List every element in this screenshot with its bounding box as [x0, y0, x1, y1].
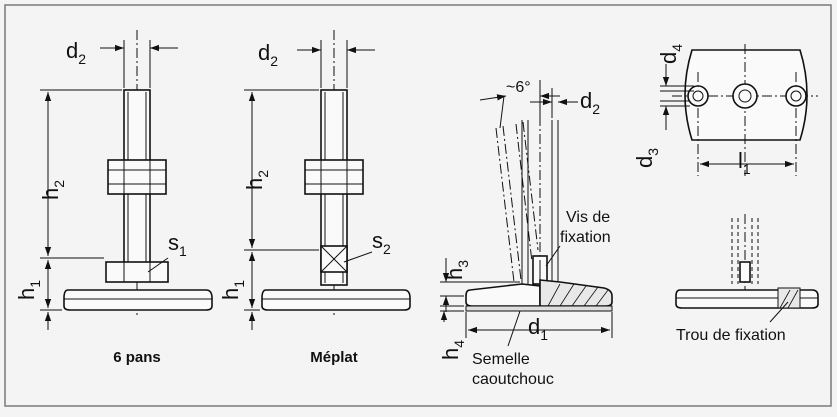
plate-hole-left [687, 85, 709, 107]
h4-label: h4 [438, 340, 467, 360]
d3-label: d3 [632, 148, 661, 168]
flat-base-pad [261, 289, 411, 311]
hex-base-hexagon [105, 261, 169, 283]
hex-h1-label: h1 [14, 280, 43, 300]
hex-h2-label: h2 [38, 180, 67, 200]
hole-view-screw [739, 261, 751, 283]
d4-label: d4 [656, 44, 685, 64]
flat-s2-label: s2 [372, 228, 391, 257]
hex-base-pad [63, 289, 213, 311]
hex-d2-label: d2 [66, 38, 86, 67]
rubber-pad [465, 305, 613, 312]
fixing-hole-view: Trou de fixation [675, 214, 819, 344]
flat-h2-label: h2 [242, 170, 271, 190]
fixing-hole-label: Trou de fixation [676, 327, 786, 344]
flat-d2-label: d2 [258, 40, 278, 69]
hex-s1-label: s1 [168, 230, 187, 259]
base-plan-view: d4 d3 l1 [632, 44, 818, 177]
d1-label: d1 [528, 314, 548, 343]
flat-caption: Méplat [310, 349, 358, 366]
tilt-angle-label: ~6° [506, 79, 531, 96]
tilted-stud-phantom [495, 121, 539, 283]
pad-label-line1: Semelle [472, 351, 530, 368]
hex-leveling-foot-view: d2 h2 h1 s1 6 pans [14, 30, 213, 366]
h3-label: h3 [442, 260, 471, 280]
plate-hole-right [785, 85, 807, 107]
flat-h1-label: h1 [218, 280, 247, 300]
screw-label-line1: Vis de [566, 209, 610, 226]
pad-label-line2: caoutchouc [472, 371, 554, 388]
plate-center-boss [732, 83, 758, 109]
flat-leveling-foot-view: d2 h2 h1 s2 Méplat [218, 30, 411, 366]
hex-caption: 6 pans [113, 349, 161, 366]
tilt-d2-label: d2 [580, 88, 600, 117]
l1-label: l1 [738, 148, 751, 177]
hex-lock-nut [107, 159, 167, 195]
fixing-hole-section [777, 287, 801, 309]
flat-lock-nut [304, 159, 364, 195]
screw-label-line2: fixation [560, 229, 611, 246]
tilt-section-view: ~6° d2 Vis de fixation h3 [438, 79, 613, 388]
